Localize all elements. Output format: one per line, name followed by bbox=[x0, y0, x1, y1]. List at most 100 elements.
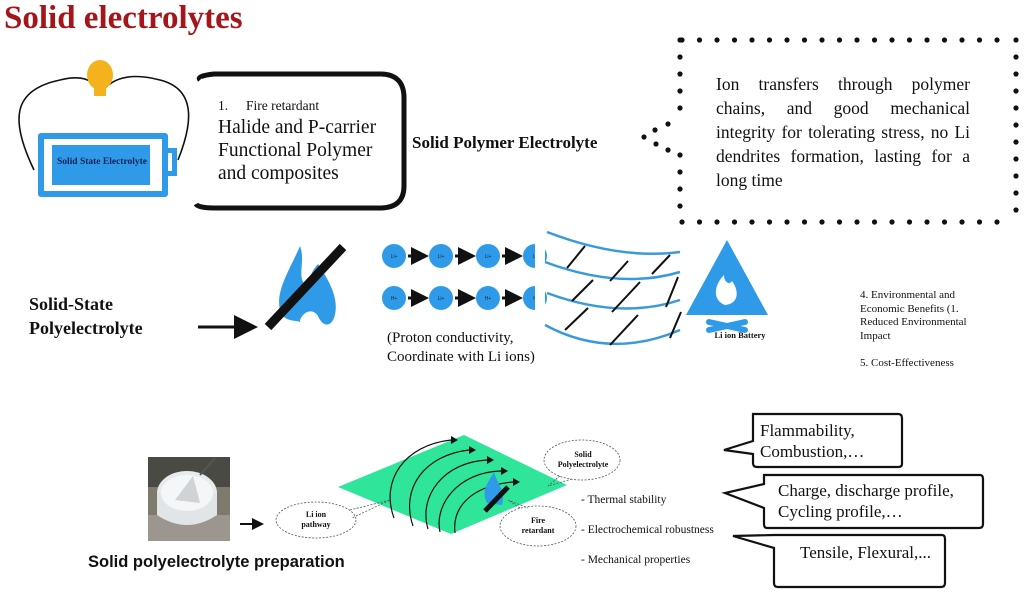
ion-label: Li+ bbox=[438, 254, 445, 260]
bubble-dot bbox=[941, 219, 948, 225]
ion-circle bbox=[476, 244, 500, 268]
ion-label: Li+ bbox=[391, 254, 398, 260]
no-fire-icon bbox=[264, 243, 347, 331]
bubble-dot bbox=[1013, 173, 1019, 179]
ion-label: H+ bbox=[485, 296, 492, 302]
ion-circle bbox=[382, 244, 406, 268]
bubble-dot bbox=[1013, 190, 1019, 196]
benefits-list: 4. Environmental and Economic Benefits (… bbox=[860, 289, 1020, 371]
bubble-dot bbox=[1013, 37, 1019, 43]
bubble-dot bbox=[679, 219, 685, 225]
fire-retardant-body: Halide and P-carrier Functional Polymer … bbox=[218, 116, 398, 185]
polyelectrolyte-film-photo bbox=[148, 457, 230, 541]
bubble-line: Cycling profile,… bbox=[778, 502, 903, 521]
solid-state-polyelectrolyte-label: Solid-State Polyelectrolyte bbox=[29, 292, 143, 340]
bubble-dot bbox=[766, 219, 773, 225]
preparation-label: Solid polyelectrolyte preparation bbox=[88, 553, 345, 571]
bubble-dot bbox=[714, 37, 720, 43]
bubble-dot bbox=[906, 37, 913, 43]
bubble-dot bbox=[854, 37, 860, 43]
bubble-dot bbox=[801, 37, 808, 43]
bubble-dot bbox=[994, 219, 1000, 225]
fire-retardant-box-border bbox=[193, 71, 407, 211]
bubble-dot bbox=[652, 127, 658, 133]
bubble-dot bbox=[714, 219, 720, 225]
bubble-dot bbox=[784, 219, 790, 225]
fire-retardant-bubble bbox=[499, 505, 577, 547]
heading-text: Fire retardant bbox=[246, 98, 320, 113]
property-electrochemical: - Electrochemical robustness bbox=[581, 524, 714, 536]
bubble-dot bbox=[784, 37, 790, 43]
li-ion-battery-label: Li ion Battery bbox=[714, 330, 766, 340]
fire-retardant-callout: Fire retardant bbox=[512, 516, 564, 536]
bubble-dot bbox=[1013, 88, 1019, 94]
li-ion-battery-fire-icon bbox=[686, 240, 768, 333]
bubble-dot bbox=[766, 37, 773, 43]
ion-label: Li+ bbox=[438, 296, 445, 302]
bubble-dot bbox=[696, 37, 703, 43]
tensile-bubble: Tensile, Flexural,... bbox=[800, 542, 931, 563]
proton-conductivity-caption: (Proton conductivity, Coordinate with Li… bbox=[387, 329, 535, 367]
caption-line: Coordinate with Li ions) bbox=[387, 349, 535, 365]
bubble-dot bbox=[677, 88, 683, 94]
bubble-dot bbox=[731, 37, 738, 43]
ion-circle bbox=[476, 286, 500, 310]
caption-line: (Proton conductivity, bbox=[387, 330, 514, 346]
bubble-dot bbox=[731, 219, 738, 225]
benefit-line: 4. Environmental and bbox=[860, 289, 956, 301]
body-line: and composites bbox=[218, 163, 339, 184]
bubble-dot bbox=[959, 219, 965, 225]
battery-circuit bbox=[18, 60, 190, 197]
bubble-dot bbox=[819, 219, 825, 225]
charge-profile-bubble: Charge, discharge profile, Cycling profi… bbox=[778, 480, 954, 522]
thought-bubble-text: Ion transfers through polymer chains, an… bbox=[716, 74, 970, 190]
label-line: Polyelectrolyte bbox=[29, 318, 143, 338]
bubble-dot bbox=[1013, 139, 1019, 145]
bubble-dot bbox=[641, 134, 647, 140]
bubble-dot bbox=[677, 105, 683, 111]
property-mechanical: - Mechanical properties bbox=[581, 554, 691, 566]
benefit-item-5: 5. Cost-Effectiveness bbox=[860, 357, 954, 369]
thought-bubble-dots bbox=[641, 37, 1019, 225]
solid-polyelectrolyte-bubble bbox=[543, 439, 621, 481]
bubble-dot bbox=[836, 37, 843, 43]
pathway-arrowheads bbox=[451, 436, 520, 486]
bubble-dot bbox=[1013, 122, 1019, 128]
callout-line: Polyelectrolyte bbox=[557, 460, 609, 469]
bubble-dot bbox=[924, 219, 930, 225]
ion-label: H+ bbox=[391, 296, 398, 302]
lightbulb-icon bbox=[87, 60, 113, 98]
ion-label: Li+ bbox=[485, 254, 492, 260]
bubble-dot bbox=[1013, 54, 1019, 60]
bubble-dot bbox=[677, 169, 683, 175]
bubble-dot bbox=[677, 203, 683, 209]
callout-line: retardant bbox=[521, 526, 555, 535]
benefit-line: Reduced Environmental bbox=[860, 316, 967, 328]
callout-line: Li ion bbox=[305, 510, 327, 519]
body-line: Functional Polymer bbox=[218, 140, 373, 161]
bubble-dot bbox=[801, 219, 808, 225]
bubble-dot bbox=[906, 219, 913, 225]
bubble-dot bbox=[976, 37, 983, 43]
polyelectrolyte-film-diagram bbox=[338, 435, 567, 534]
li-pathway-bubble bbox=[275, 501, 357, 539]
label-line: Solid-State bbox=[29, 294, 114, 314]
callout-line: pathway bbox=[301, 520, 331, 529]
benefit-line: Economic Benefits (1. bbox=[860, 302, 959, 315]
bubble-dot bbox=[941, 37, 948, 43]
bubble-line: Charge, discharge profile, bbox=[778, 481, 954, 500]
bubble-dot bbox=[665, 121, 671, 127]
polymer-chains-icon bbox=[544, 230, 682, 346]
flammability-bubble: Flammability, Combustion,… bbox=[760, 420, 864, 462]
body-line: Halide and P-carrier bbox=[218, 117, 377, 138]
page-title: Solid electrolytes bbox=[4, 0, 243, 36]
bubble-dot bbox=[959, 37, 965, 43]
solid-polymer-electrolyte-label: Solid Polymer Electrolyte bbox=[412, 133, 598, 152]
property-thermal: - Thermal stability bbox=[581, 494, 667, 506]
bubble-dot bbox=[889, 37, 895, 43]
bubble-dot bbox=[819, 37, 825, 43]
bubble-dot bbox=[696, 219, 703, 225]
ion-chains: Li+Li+Li+LiH+Li+H+H bbox=[382, 242, 547, 312]
property-bubbles bbox=[721, 412, 985, 589]
